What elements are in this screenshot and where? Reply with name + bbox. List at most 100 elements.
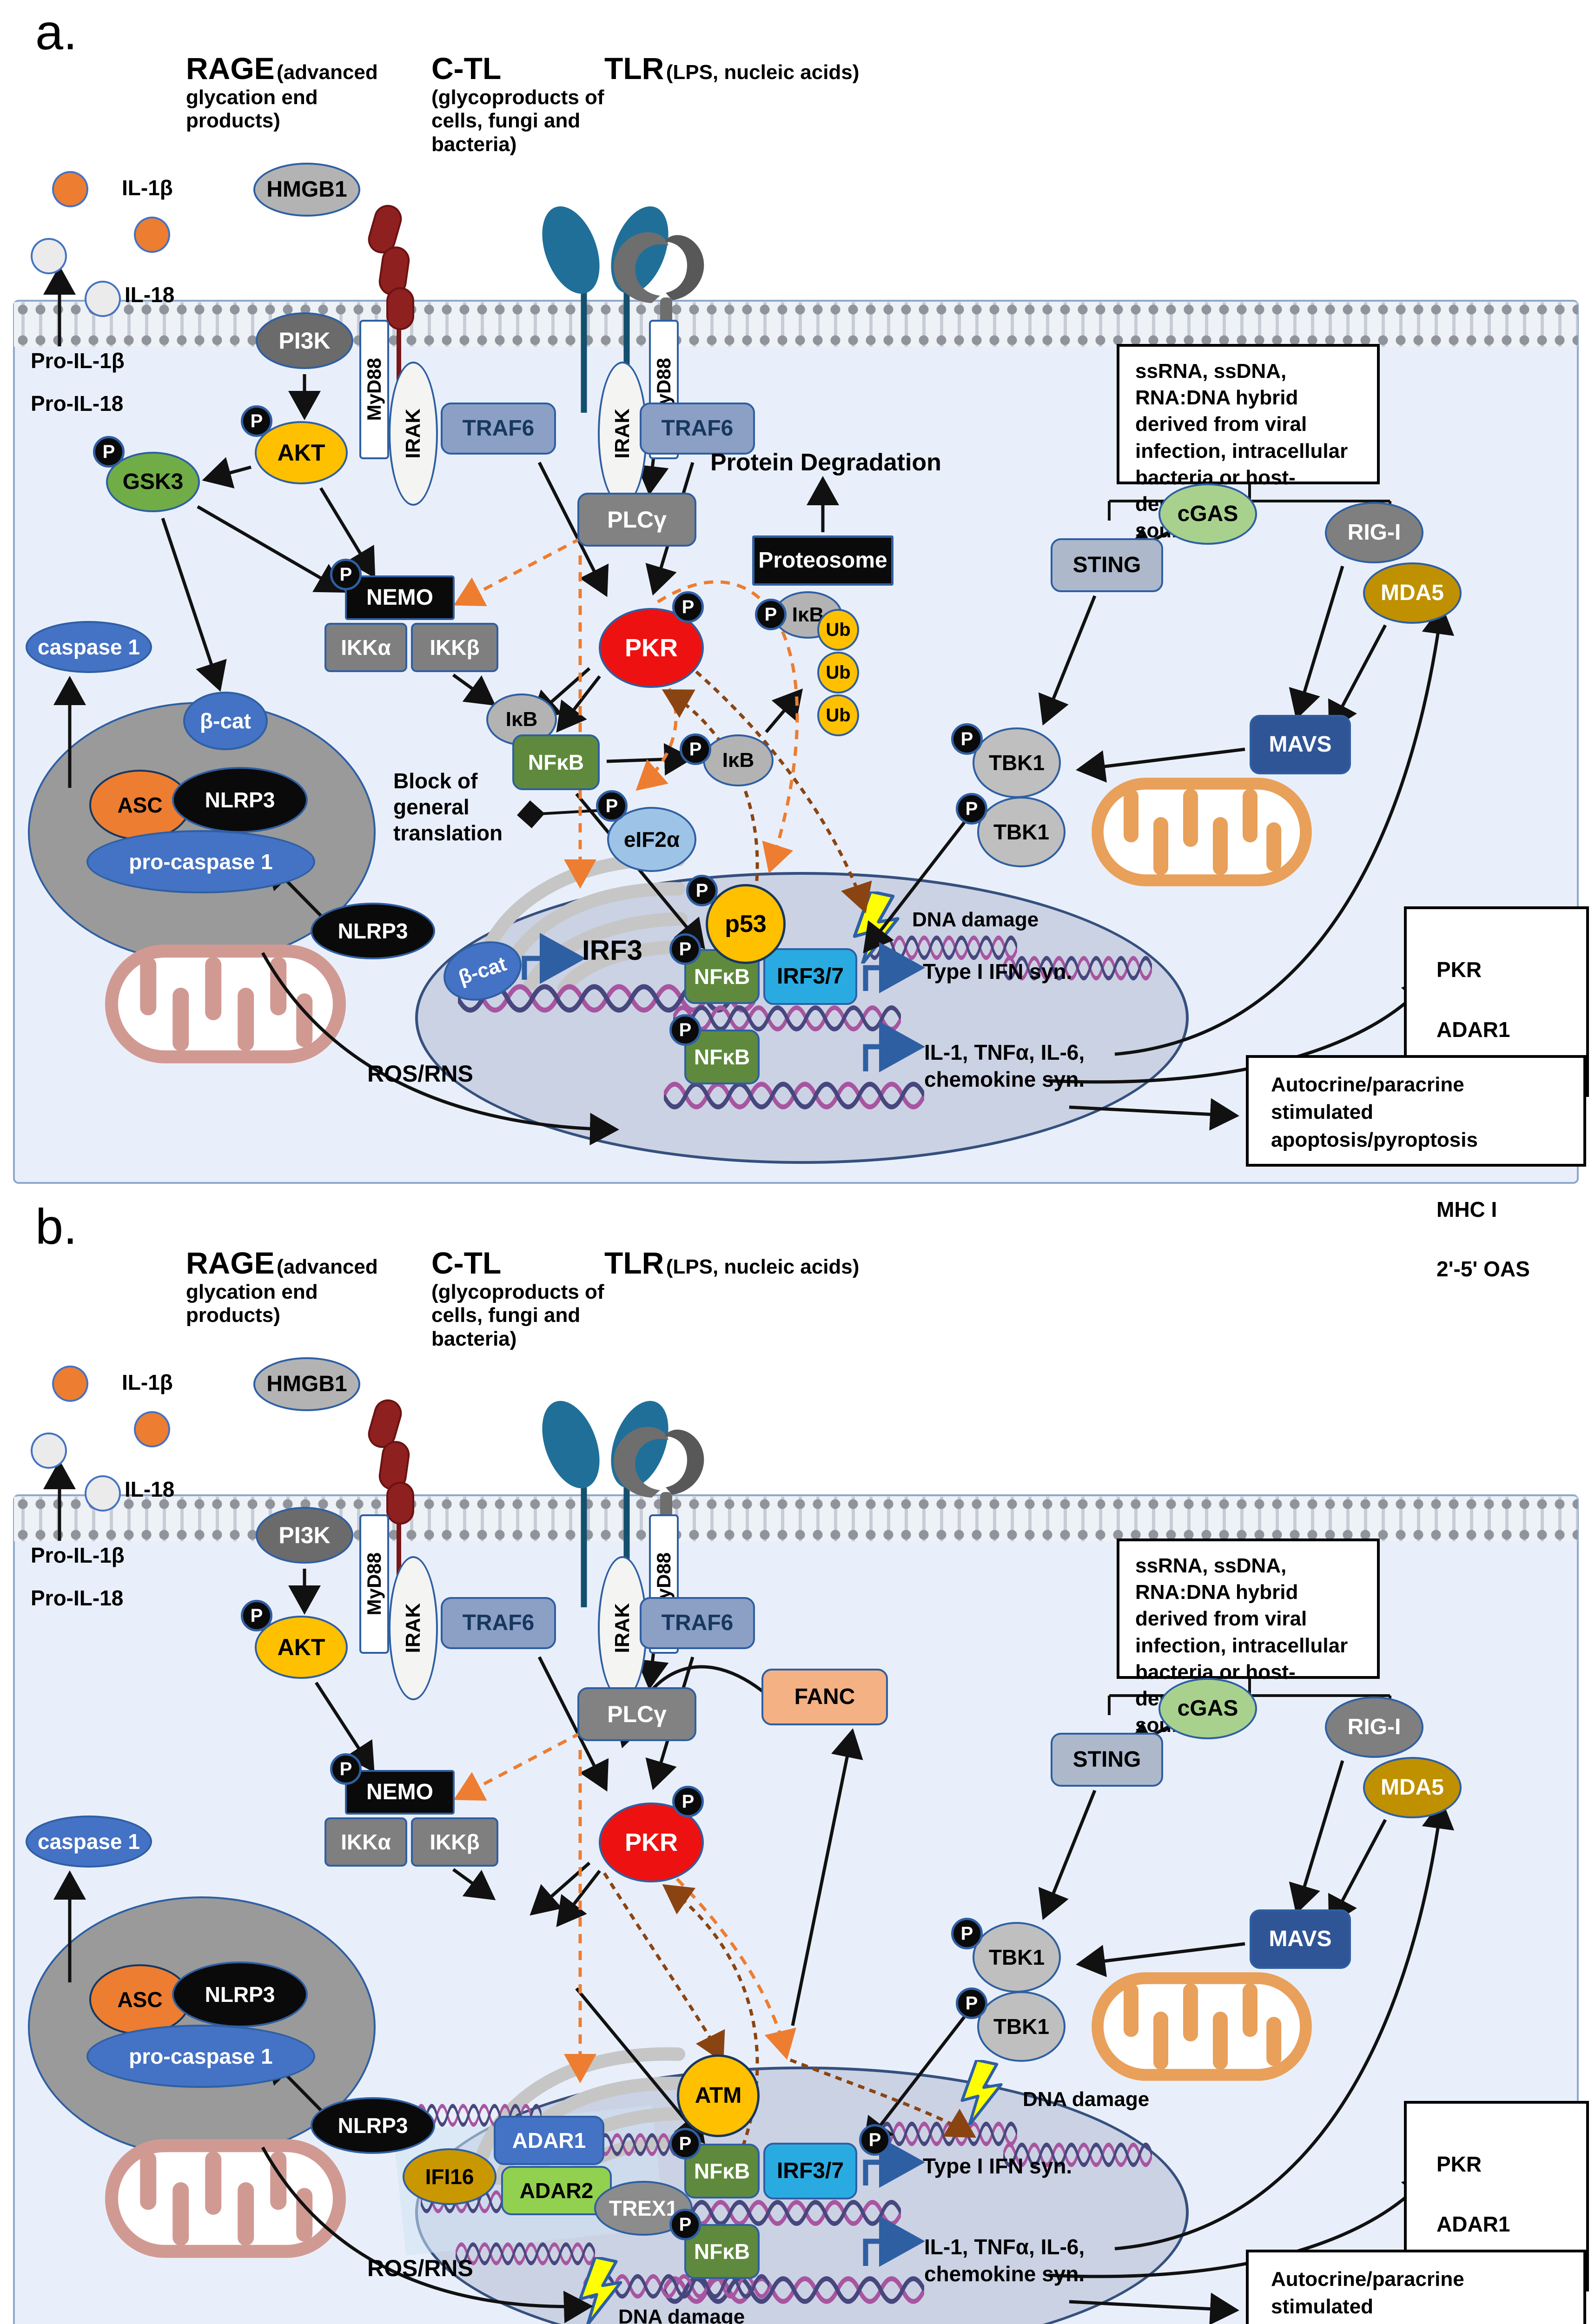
- akt-node: AKT: [255, 1616, 348, 1679]
- ctl-note: (glycoproducts of cells, fungi and bacte…: [431, 1281, 604, 1350]
- rage-title: RAGE: [186, 1246, 275, 1280]
- procaspase1-node: pro-caspase 1: [86, 2025, 315, 2088]
- traf6-node: TRAF6: [441, 1597, 556, 1649]
- dna-damage-label: DNA damage: [1023, 2088, 1150, 2111]
- il1-tnf-label: IL-1, TNFα, IL-6,: [924, 2235, 1085, 2259]
- phospho-badge: P: [951, 723, 983, 755]
- phospho-badge: P: [241, 1600, 272, 1631]
- ikkb-node: IKKβ: [411, 1817, 498, 1867]
- ikka-node: IKKα: [324, 1817, 407, 1867]
- dna-damage-bolt-icon: [580, 2257, 621, 2324]
- rage-title: RAGE: [186, 51, 275, 86]
- ikb-free-node: IκB: [703, 734, 774, 786]
- myd88-label: MyD88: [363, 358, 385, 421]
- ifi16-node: IFI16: [403, 2148, 496, 2205]
- irak-label: IRAK: [401, 409, 424, 459]
- myd88-label: MyD88: [363, 1552, 385, 1616]
- tlr-receptor-label: TLR (LPS, nucleic acids): [604, 51, 902, 86]
- phospho-badge: P: [330, 1753, 362, 1785]
- tlr-note: (LPS, nucleic acids): [666, 1255, 860, 1278]
- phospho-badge: P: [669, 1014, 701, 1046]
- nlrp3-node: NLRP3: [172, 767, 308, 833]
- akt-node: AKT: [255, 421, 348, 484]
- phospho-badge: P: [330, 559, 362, 590]
- il1b-label: IL-1β: [122, 176, 173, 200]
- il1b-label: IL-1β: [122, 1370, 173, 1394]
- cgas-node: cGAS: [1158, 483, 1257, 545]
- isg-item: MHC I: [1436, 1197, 1497, 1221]
- isg-item: ADAR1: [1436, 1017, 1510, 1042]
- dna-helix-icon: [673, 1008, 901, 1029]
- panel-b: b. RAGE (advanced glycation end products…: [0, 1195, 1595, 2324]
- atm-node: ATM: [677, 2054, 760, 2137]
- mda5-node: MDA5: [1363, 1757, 1462, 1818]
- dna-damage-label: DNA damage: [618, 2305, 745, 2324]
- dna-helix-icon: [456, 2245, 595, 2264]
- tbk1-node: TBK1: [977, 1991, 1066, 2062]
- nfkb-nuclear-node: NFκB: [684, 1030, 760, 1084]
- dna-helix-icon: [673, 2202, 901, 2224]
- mitochondrion-icon: [112, 2146, 339, 2251]
- type1-ifn-label: Type I IFN syn.: [923, 2154, 1072, 2178]
- rigi-node: RIG-I: [1325, 502, 1423, 563]
- tlr-title: TLR: [604, 51, 664, 86]
- autocrine-box: Autocrine/paracrine stimulated apoptosis…: [1246, 1055, 1586, 1167]
- ros-rns-label: ROS/RNS: [367, 2255, 473, 2281]
- ubiquitin-node: Ub: [817, 694, 859, 736]
- il18-molecule-icon: [31, 238, 67, 274]
- ctl-title: C-TL: [431, 51, 502, 86]
- nucleic-acid-sources-box: ssRNA, ssDNA, RNA:DNA hybrid derived fro…: [1117, 1538, 1380, 1736]
- adar2-node: ADAR2: [501, 2166, 612, 2215]
- phospho-badge: P: [951, 1918, 983, 1949]
- irf3-gene-label: IRF3: [582, 935, 643, 966]
- il1b-molecule-icon: [134, 1411, 170, 1447]
- mitochondrion-icon: [112, 951, 339, 1057]
- nfkb-nuclear-node: NFκB: [684, 2144, 760, 2199]
- adar1-node: ADAR1: [494, 2116, 604, 2165]
- traf6-node: TRAF6: [640, 403, 755, 455]
- il1b-molecule-icon: [134, 217, 170, 253]
- tlr-title: TLR: [604, 1246, 664, 1280]
- dna-helix-icon: [664, 2279, 924, 2302]
- irak-label: IRAK: [610, 1603, 634, 1653]
- dna-helix-icon: [868, 938, 1017, 957]
- ctl-title: C-TL: [431, 1246, 502, 1280]
- block-translation-label: Block of general translation: [393, 769, 503, 845]
- traf6-node: TRAF6: [640, 1597, 755, 1649]
- chemokine-label: chemokine syn.: [924, 2262, 1085, 2286]
- panel-a: a. RAGE (advanced glycation end products…: [13, 4, 1589, 1281]
- pro-il1b-label: Pro-IL-1β: [31, 349, 125, 373]
- plcg-node: PLCγ: [577, 493, 696, 547]
- nucleic-acid-sources-box: ssRNA, ssDNA, RNA:DNA hybrid derived fro…: [1117, 344, 1380, 542]
- traf6-node: TRAF6: [441, 403, 556, 455]
- hmgb1-node: HMGB1: [253, 1357, 360, 1411]
- il1b-molecule-icon: [52, 171, 88, 207]
- phospho-badge: P: [669, 933, 701, 965]
- nfkb-nuclear-node: NFκB: [684, 2224, 760, 2279]
- panel-b-label: b.: [35, 1198, 78, 1254]
- plcg-node: PLCγ: [577, 1687, 696, 1741]
- transcription-arrows: [522, 933, 925, 1072]
- pi3k-node: PI3K: [256, 1507, 353, 1564]
- rage-note: (advanced glycation end products): [186, 1255, 378, 1327]
- il1-tnf-label: IL-1, TNFα, IL-6,: [924, 1040, 1085, 1064]
- ctl-receptor-label: C-TL (glycoproducts of cells, fungi and …: [431, 1246, 631, 1351]
- sting-node: STING: [1051, 538, 1163, 592]
- transcription-arrows: [863, 2137, 925, 2267]
- phospho-badge: P: [755, 599, 787, 630]
- dna-helix-icon: [664, 1084, 924, 1107]
- rage-receptor-label: RAGE (advanced glycation end products): [186, 1246, 409, 1327]
- p53-node: p53: [706, 884, 786, 964]
- irak-label: IRAK: [401, 1603, 424, 1653]
- rage-receptor-icon: [368, 205, 414, 413]
- tlr-receptor-label: TLR (LPS, nucleic acids): [604, 1246, 902, 1281]
- mavs-node: MAVS: [1250, 1909, 1351, 1969]
- il18-label: IL-18: [125, 283, 175, 307]
- rigi-node: RIG-I: [1325, 1697, 1423, 1758]
- nemo-node: NEMO: [345, 1770, 455, 1815]
- il1b-molecule-icon: [52, 1366, 88, 1402]
- myd88-node: MyD88: [359, 1514, 389, 1654]
- autocrine-box: Autocrine/paracrine stimulated apoptosis…: [1246, 2250, 1586, 2324]
- cgas-node: cGAS: [1158, 1678, 1257, 1739]
- il18-label: IL-18: [125, 1477, 175, 1501]
